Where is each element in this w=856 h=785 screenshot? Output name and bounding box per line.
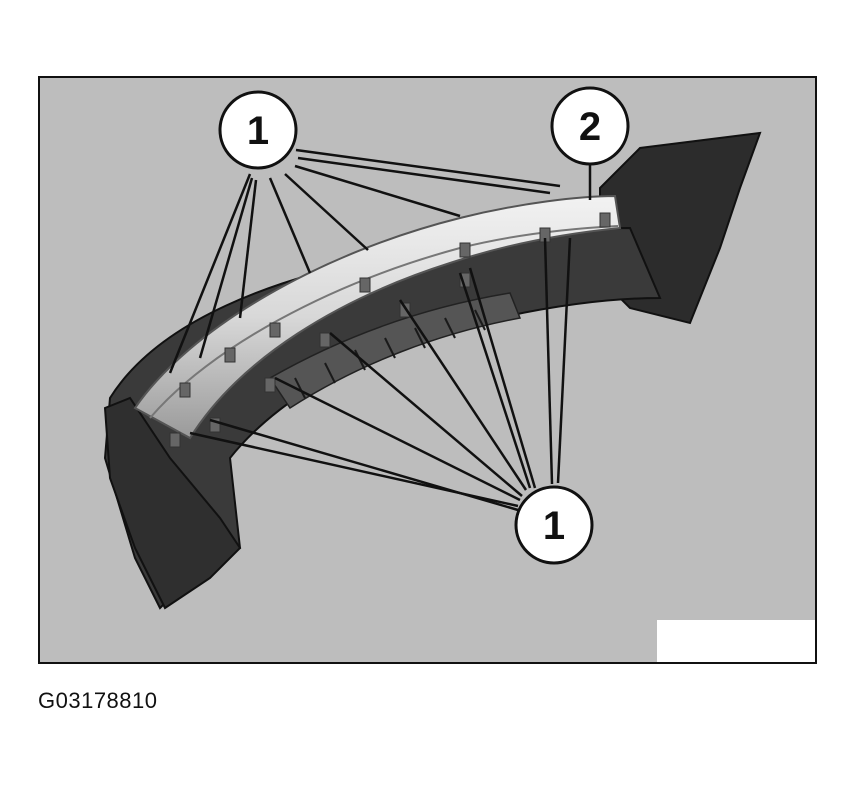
callout-bottom: 1: [514, 485, 594, 565]
bumper-illustration: 1 2 1: [103, 86, 815, 662]
bumper-diagram-figure: 1 2 1: [38, 76, 817, 664]
blank-label-box: [657, 620, 815, 662]
leader-lines-top-left: [168, 148, 561, 374]
bumper-carrier-beam: [133, 194, 622, 440]
carrier-beam-edge: [149, 225, 619, 419]
callout-label-top-left: 1: [247, 109, 269, 153]
leader-lines-bottom: [189, 237, 572, 512]
figure-code: G03178810: [38, 688, 158, 713]
bumper-cover-left-end: [103, 396, 242, 610]
clip-markers: [169, 212, 611, 448]
callout-label-bottom: 1: [543, 504, 565, 548]
callout-top-right: 2: [550, 86, 630, 166]
callout-top-left: 1: [218, 90, 298, 170]
callout-label-top-right: 2: [579, 105, 601, 149]
grille-ribs: [294, 309, 486, 399]
